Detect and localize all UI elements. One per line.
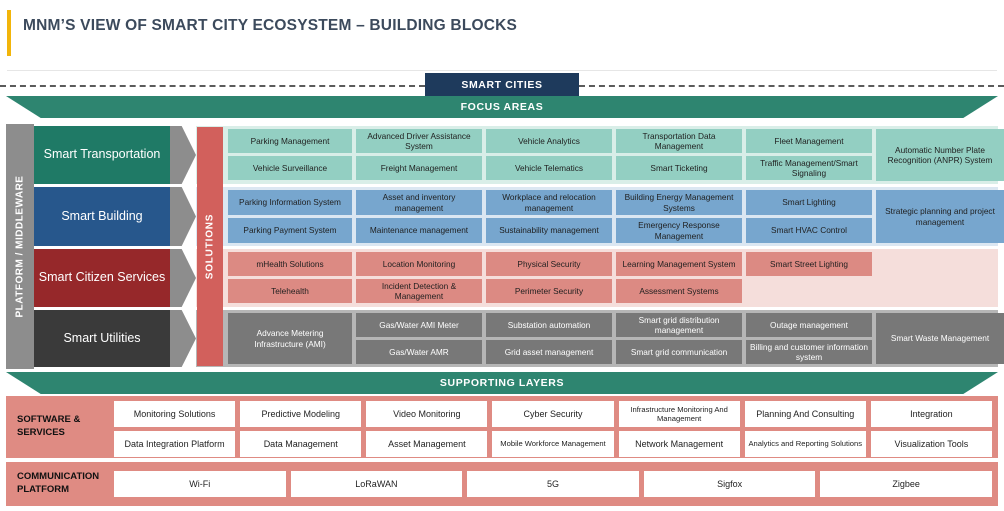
solution-cell[interactable]: Asset and inventory management [356,190,482,215]
solution-cell[interactable]: Vehicle Telematics [486,156,612,180]
arrow-icon [170,187,196,246]
solution-cell[interactable]: Traffic Management/Smart Signaling [746,156,872,180]
title-divider [7,70,997,71]
platform-middleware-label: PLATFORM / MIDDLEWARE [14,175,26,318]
supporting-chip[interactable]: Planning And Consulting [744,401,866,427]
solution-cell[interactable]: Automatic Number Plate Recognition (ANPR… [876,129,1004,181]
solution-cell[interactable]: Smart Waste Management [876,313,1004,364]
solution-cell[interactable]: Freight Management [356,156,482,180]
solution-cell[interactable]: Billing and customer information system [746,340,872,364]
solution-cell[interactable]: Assessment Systems [616,279,742,303]
solution-cell[interactable]: Building Energy Management Systems [616,190,742,215]
category-label: Smart Citizen Services [38,270,166,285]
supporting-chip[interactable]: Visualization Tools [870,431,992,457]
page-title: MNM’S VIEW OF SMART CITY ECOSYSTEM – BUI… [23,17,518,34]
arrow-column [170,124,196,369]
solution-cell[interactable]: Gas/Water AMR [356,340,482,364]
solution-cell[interactable]: Smart Street Lighting [746,252,872,276]
solutions-bar: SOLUTIONS [197,127,223,366]
supporting-layers-banner: SUPPORTING LAYERS [6,372,998,394]
category-box[interactable]: Smart Transportation [34,126,170,184]
title-accent-bar [7,10,11,56]
supporting-chip[interactable]: LoRaWAN [290,471,463,497]
supporting-chip[interactable]: Infrastructure Monitoring And Management [618,401,740,427]
supporting-layer-label: COMMUNICATION PLATFORM [17,471,100,495]
solution-cell[interactable]: Smart grid distribution management [616,313,742,337]
supporting-chip[interactable]: Asset Management [366,431,488,457]
focus-areas-matrix: PLATFORM / MIDDLEWARE Smart Transportati… [6,124,1004,369]
arrow-icon [170,310,196,367]
solutions-label: SOLUTIONS [204,213,216,280]
supporting-chip[interactable]: Predictive Modeling [240,401,362,427]
supporting-chip[interactable]: Data Integration Platform [114,431,236,457]
category-label: Smart Transportation [43,147,161,162]
solution-cell[interactable]: Outage management [746,313,872,337]
supporting-chip[interactable]: Data Management [240,431,362,457]
solution-cell[interactable]: Advance Metering Infrastructure (AMI) [228,313,352,364]
focus-areas-banner: FOCUS AREAS [6,96,998,118]
supporting-chip[interactable]: Wi-Fi [114,471,286,497]
supporting-chip[interactable]: Zigbee [820,471,992,497]
supporting-chip[interactable]: Video Monitoring [366,401,488,427]
supporting-chip[interactable]: Monitoring Solutions [114,401,236,427]
solution-cell[interactable]: Vehicle Analytics [486,129,612,153]
solution-cell[interactable]: Grid asset management [486,340,612,364]
solution-cell[interactable]: Smart Ticketing [616,156,742,180]
solution-cell[interactable]: Location Monitoring [356,252,482,276]
platform-middleware-bar: PLATFORM / MIDDLEWARE [6,124,34,369]
solution-cell[interactable]: Smart grid communication [616,340,742,364]
solution-cell[interactable]: mHealth Solutions [228,252,352,276]
supporting-chip[interactable]: Mobile Workforce Management [492,431,614,457]
solution-cell[interactable]: Parking Payment System [228,218,352,243]
supporting-layer-label: SOFTWARE & SERVICES [17,414,81,438]
solution-cell[interactable]: Workplace and relocation management [486,190,612,215]
solution-cell[interactable]: Smart Lighting [746,190,872,215]
solution-cell[interactable]: Emergency Response Management [616,218,742,243]
category-label: Smart Utilities [63,330,141,345]
solution-cell[interactable]: Telehealth [228,279,352,303]
solution-cell[interactable]: Physical Security [486,252,612,276]
solution-cell[interactable]: Fleet Management [746,129,872,153]
solution-cell[interactable]: Maintenance management [356,218,482,243]
supporting-chip[interactable]: Analytics and Reporting Solutions [744,431,866,457]
solution-cell[interactable]: Sustainability management [486,218,612,243]
solution-cell[interactable]: Parking Management [228,129,352,153]
solution-cell[interactable]: Parking Information System [228,190,352,215]
dashed-line-left [0,85,425,87]
solution-cell[interactable]: Learning Management System [616,252,742,276]
solution-cell[interactable]: Smart HVAC Control [746,218,872,243]
category-box[interactable]: Smart Utilities [34,310,170,367]
solution-cell[interactable]: Perimeter Security [486,279,612,303]
title-bar: MNM’S VIEW OF SMART CITY ECOSYSTEM – BUI… [0,0,1004,71]
solution-cell[interactable]: Transportation Data Management [616,129,742,153]
supporting-chip[interactable]: 5G [467,471,639,497]
category-box[interactable]: Smart Citizen Services [34,249,170,307]
arrow-icon [170,249,196,307]
supporting-chip[interactable]: Sigfox [643,471,816,497]
dashed-line-right [579,85,1004,87]
solution-cell[interactable]: Vehicle Surveillance [228,156,352,180]
solution-cell[interactable]: Incident Detection & Management [356,279,482,303]
solution-cell[interactable]: Advanced Driver Assistance System [356,129,482,153]
smart-cities-banner: SMART CITIES [425,73,579,97]
solution-cell[interactable]: Strategic planning and project managemen… [876,190,1004,243]
category-label: Smart Building [61,208,143,223]
supporting-chip[interactable]: Cyber Security [492,401,614,427]
arrow-icon [170,126,196,184]
solution-cell[interactable]: Gas/Water AMI Meter [356,313,482,337]
category-box[interactable]: Smart Building [34,187,170,246]
supporting-chip[interactable]: Integration [870,401,992,427]
solution-cell[interactable]: Substation automation [486,313,612,337]
supporting-chip[interactable]: Network Management [618,431,740,457]
